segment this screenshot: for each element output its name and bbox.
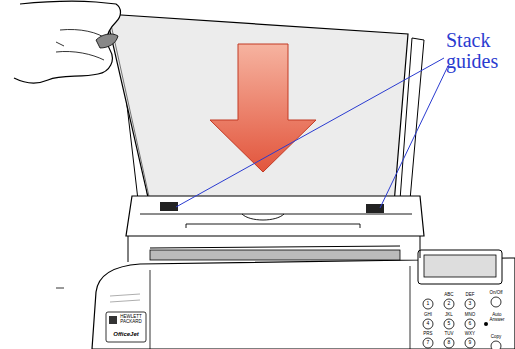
key-letters: DEF — [466, 293, 475, 298]
leader-line — [380, 66, 448, 208]
key-button — [423, 299, 433, 309]
key-button — [465, 338, 475, 348]
key-button — [444, 338, 454, 348]
key-button — [465, 319, 475, 329]
key-number: 6 — [469, 321, 472, 327]
button-label: Copy — [491, 335, 502, 340]
key-letters: PRS — [423, 332, 432, 337]
key-button — [444, 319, 454, 329]
key-number: 3 — [469, 301, 472, 307]
key-letters: ABC — [444, 293, 453, 298]
key-button — [444, 299, 454, 309]
key-letters: JKL — [445, 313, 453, 318]
body-edge — [150, 266, 410, 349]
key-letters: MNO — [465, 313, 476, 318]
key-number: 9 — [469, 340, 472, 346]
key-button — [465, 299, 475, 309]
indicator-light — [484, 322, 488, 326]
key-letters: GHI — [424, 313, 432, 318]
input-tray — [126, 196, 424, 236]
brand-text: HEWLETT PACKARD — [119, 315, 143, 325]
paper-stack — [106, 14, 408, 206]
vent-lines — [110, 294, 140, 302]
margin-mark — [56, 42, 64, 288]
down-arrow — [210, 44, 316, 172]
key-number: 7 — [427, 340, 430, 346]
key-number: 2 — [448, 301, 451, 307]
display-screen — [424, 255, 496, 277]
key-button — [491, 297, 501, 307]
key-number: 4 — [427, 321, 430, 327]
key-number: 5 — [448, 321, 451, 327]
model-name: OfficeJet — [113, 331, 139, 338]
key-letters: TUV — [445, 332, 454, 337]
key-number: 1 — [427, 301, 430, 307]
logo-plate — [106, 312, 146, 342]
output-slot — [128, 236, 420, 262]
callout-label: Stack guides — [446, 30, 515, 72]
keypad — [423, 297, 501, 349]
tray-lip — [140, 214, 412, 228]
key-letters: WXY — [465, 332, 475, 337]
key-button — [423, 319, 433, 329]
thumb — [96, 34, 118, 48]
key-number: 8 — [448, 340, 451, 346]
hand — [14, 1, 121, 83]
key-button — [423, 338, 433, 348]
display-panel — [418, 250, 502, 284]
output-tray — [150, 250, 400, 260]
button-label: Auto Answer — [485, 313, 509, 323]
stack-guide — [160, 202, 178, 211]
button-label: On/Off — [489, 291, 502, 296]
logo-mark — [109, 316, 117, 324]
tray-notch — [242, 214, 284, 220]
key-button — [491, 341, 501, 349]
leader-line — [176, 58, 444, 207]
